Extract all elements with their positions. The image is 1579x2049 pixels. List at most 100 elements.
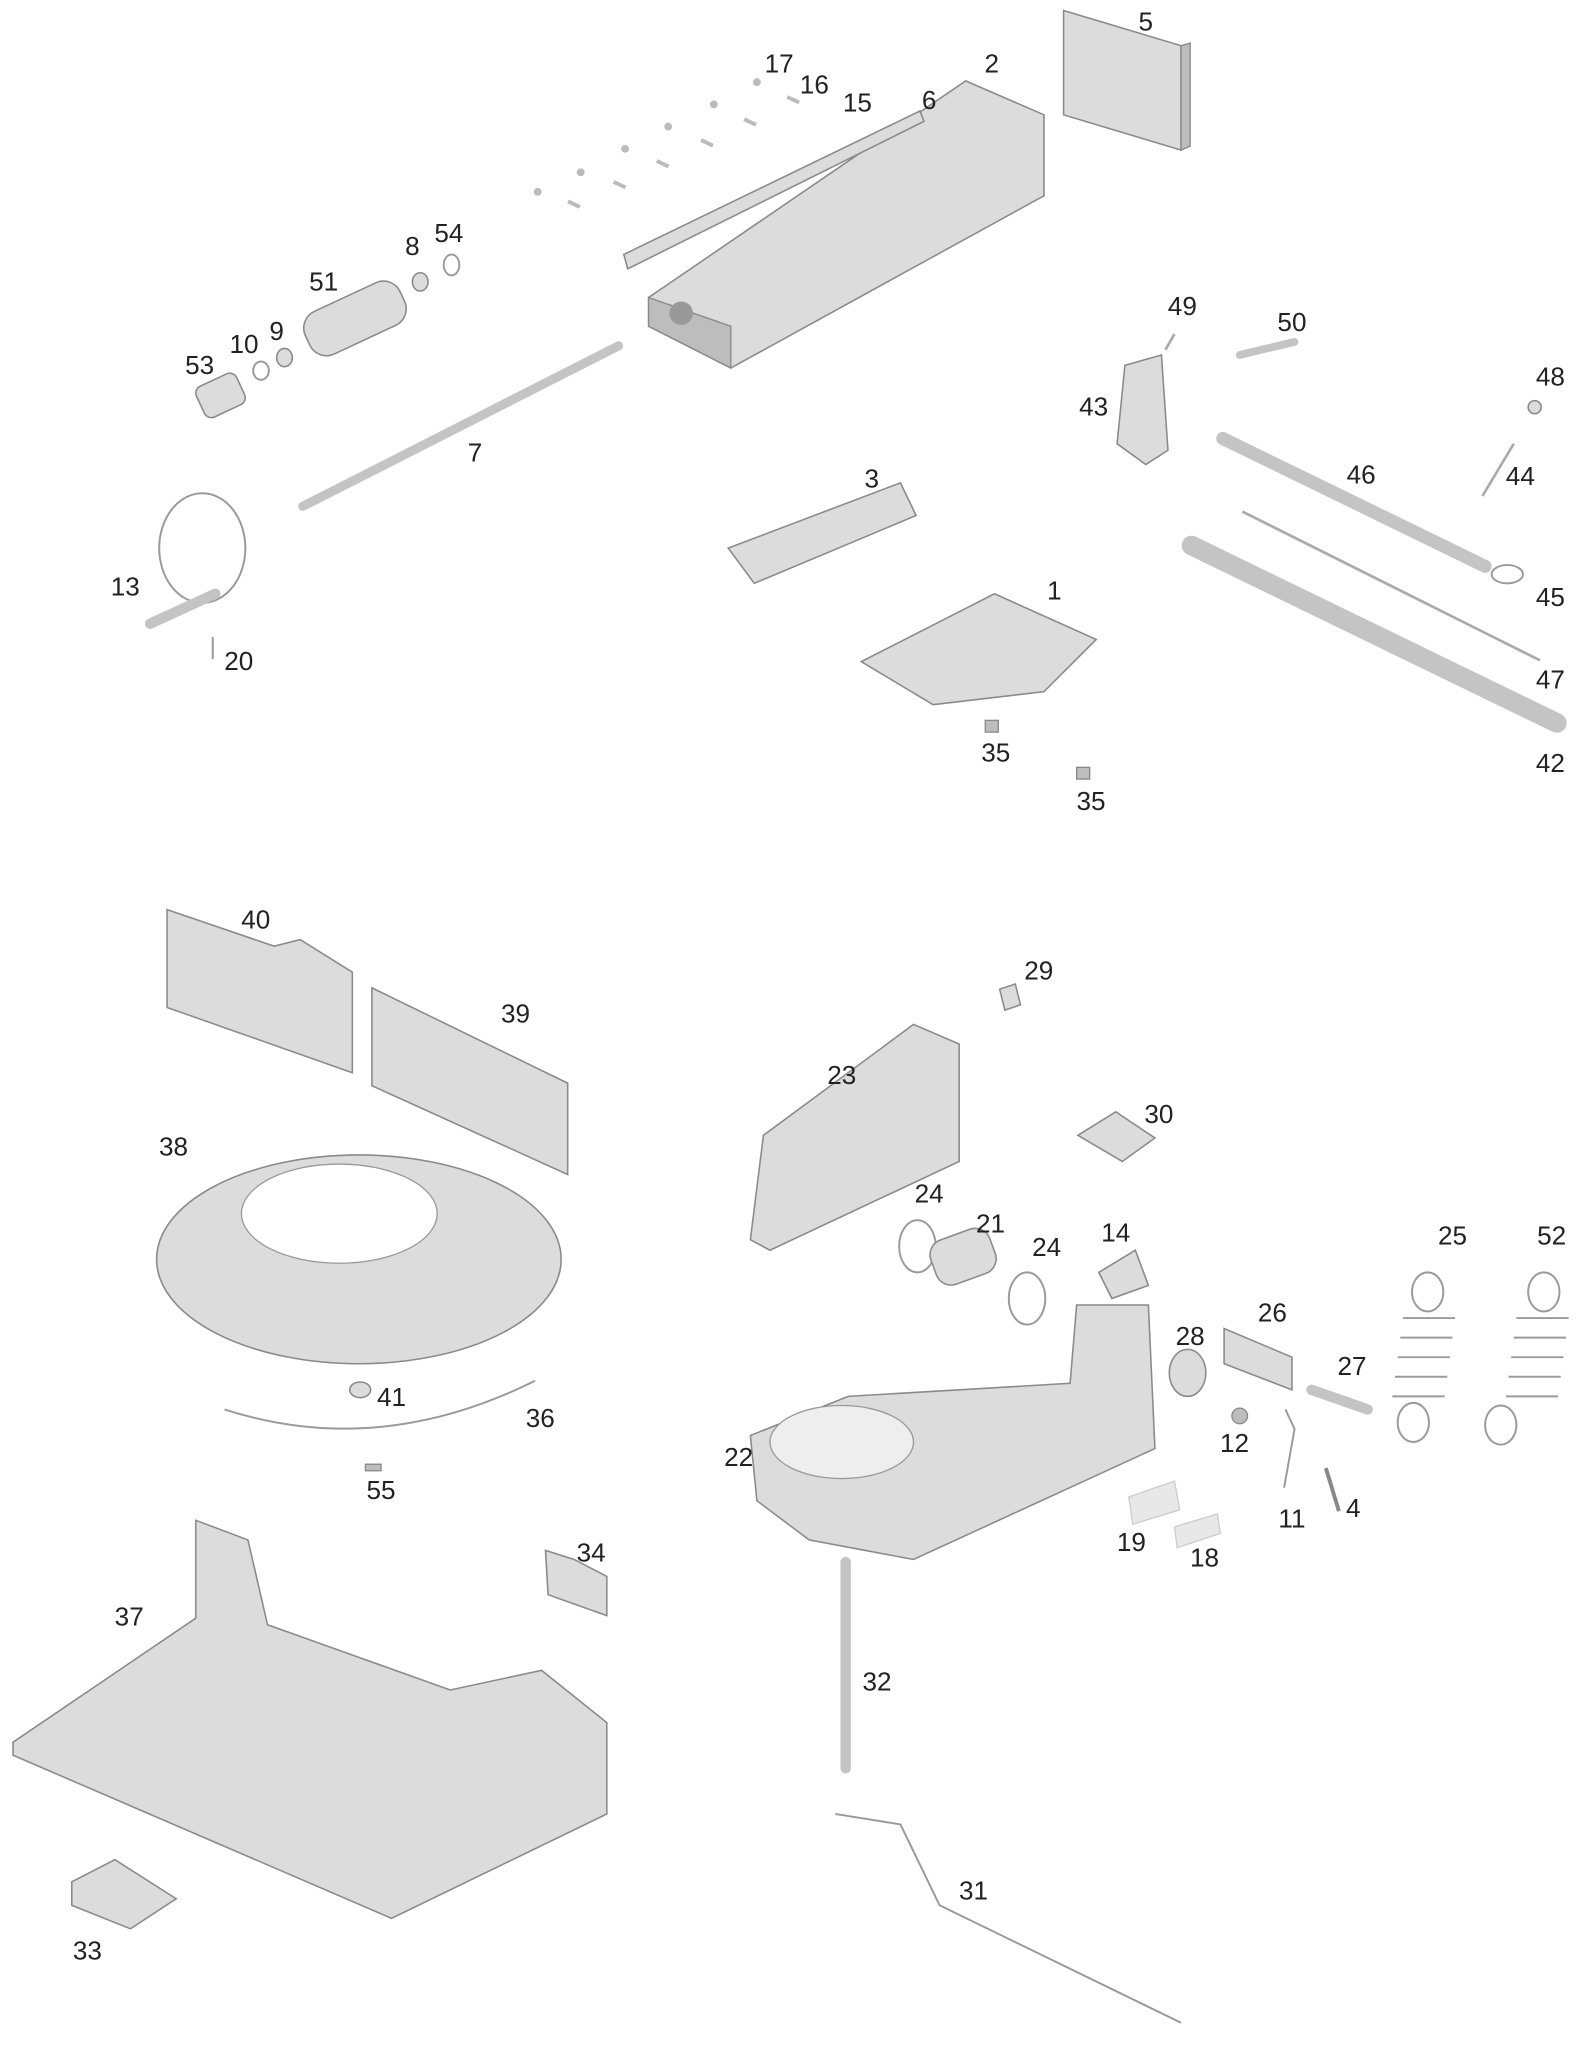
label-10: 10 xyxy=(229,330,259,360)
part-24-bearing-b xyxy=(1007,1271,1047,1326)
part-9-bushing xyxy=(275,347,294,368)
part-14-angle xyxy=(1097,1249,1150,1300)
part-44-pin xyxy=(1481,443,1515,497)
label-42: 42 xyxy=(1535,749,1565,779)
part-23-arm xyxy=(749,1023,960,1252)
label-47: 47 xyxy=(1535,666,1565,695)
label-41: 41 xyxy=(376,1383,407,1413)
part-35-block-a xyxy=(984,719,999,733)
part-1-carriage xyxy=(859,592,1098,706)
part-36-arc xyxy=(224,1379,536,1430)
label-12: 12 xyxy=(1220,1429,1250,1459)
label-49: 49 xyxy=(1167,292,1197,322)
part-50-lever xyxy=(1235,337,1299,359)
label-44: 44 xyxy=(1505,462,1535,492)
part-11-pin xyxy=(1283,1408,1296,1488)
label-1: 1 xyxy=(1047,577,1062,607)
label-43: 43 xyxy=(1079,393,1109,423)
label-5: 5 xyxy=(1138,8,1154,38)
part-13-handwheel xyxy=(158,492,247,604)
part-12-screw xyxy=(1231,1407,1249,1425)
part-22-frame xyxy=(749,1304,1156,1561)
part-40-plate xyxy=(166,908,354,1074)
part-25-spring xyxy=(1392,1271,1456,1444)
part-21-sleeve xyxy=(929,1227,997,1286)
label-35a: 35 xyxy=(981,739,1011,768)
part-37-base xyxy=(12,1519,608,1920)
part-33-bracket xyxy=(70,1858,178,1930)
label-6: 6 xyxy=(921,86,937,116)
part-5-plate xyxy=(1062,9,1182,152)
part-29-block xyxy=(998,982,1022,1012)
label-11: 11 xyxy=(1278,1505,1306,1535)
part-7-shaft xyxy=(298,341,624,511)
part-55-key xyxy=(364,1463,382,1472)
label-32: 32 xyxy=(862,1668,892,1698)
label-2: 2 xyxy=(984,50,1000,79)
label-50: 50 xyxy=(1277,308,1307,338)
label-14: 14 xyxy=(1101,1219,1131,1249)
label-52: 52 xyxy=(1537,1222,1567,1251)
label-34: 34 xyxy=(576,1539,606,1568)
part-48-ball xyxy=(1527,399,1542,415)
part-42-rod xyxy=(1181,535,1567,733)
label-9: 9 xyxy=(269,317,284,347)
label-21: 21 xyxy=(975,1210,1006,1240)
label-55: 55 xyxy=(366,1476,396,1506)
part-10-ring xyxy=(252,360,270,381)
label-18: 18 xyxy=(1189,1544,1220,1574)
label-8: 8 xyxy=(405,232,420,262)
part-51-cylinder xyxy=(302,280,407,357)
label-23: 23 xyxy=(827,1061,857,1091)
label-24a: 24 xyxy=(914,1180,944,1210)
part-49-pin xyxy=(1164,333,1176,351)
part-52-spring xyxy=(1484,1271,1569,1446)
part-45-spring xyxy=(1490,564,1524,585)
label-31: 31 xyxy=(959,1877,989,1906)
label-7: 7 xyxy=(467,439,483,468)
label-53: 53 xyxy=(185,351,215,381)
label-27: 27 xyxy=(1337,1352,1367,1382)
label-30: 30 xyxy=(1144,1100,1174,1130)
part-6-strip xyxy=(622,109,925,270)
label-19: 19 xyxy=(1116,1528,1146,1558)
label-39: 39 xyxy=(500,1000,530,1029)
label-37: 37 xyxy=(114,1603,144,1632)
part-39-plate xyxy=(371,986,569,1176)
part-34-bracket xyxy=(544,1549,608,1617)
part-41-bushing xyxy=(348,1381,372,1399)
part-31-lever xyxy=(835,1812,1182,2024)
label-15: 15 xyxy=(842,89,872,119)
label-17: 17 xyxy=(764,50,794,79)
part-28-disk xyxy=(1168,1348,1207,1398)
label-35b: 35 xyxy=(1076,787,1106,817)
part-54-ring xyxy=(442,253,461,277)
label-48: 48 xyxy=(1535,363,1565,393)
label-24b: 24 xyxy=(1032,1233,1062,1263)
part-3-guide xyxy=(726,481,918,585)
label-28: 28 xyxy=(1175,1322,1205,1352)
label-29: 29 xyxy=(1024,957,1054,986)
label-22: 22 xyxy=(724,1443,754,1473)
part-30-bracket xyxy=(1076,1110,1157,1163)
label-40: 40 xyxy=(241,906,271,936)
label-3: 3 xyxy=(864,465,879,494)
part-8-bushing xyxy=(411,271,429,292)
part-24-bearing-a xyxy=(898,1219,937,1274)
part-18-label xyxy=(1173,1512,1221,1549)
part-4-lever xyxy=(1324,1467,1341,1512)
part-27-pin xyxy=(1306,1384,1373,1415)
label-51: 51 xyxy=(309,268,339,297)
part-19-label xyxy=(1128,1480,1181,1526)
label-36: 36 xyxy=(525,1404,555,1434)
label-26: 26 xyxy=(1257,1299,1287,1328)
part-26-bracket xyxy=(1223,1327,1293,1391)
label-20: 20 xyxy=(224,647,254,677)
label-45: 45 xyxy=(1535,583,1565,613)
label-16: 16 xyxy=(799,71,829,100)
label-4: 4 xyxy=(1346,1494,1361,1524)
label-25: 25 xyxy=(1437,1222,1467,1251)
part-13-handle xyxy=(144,588,221,630)
